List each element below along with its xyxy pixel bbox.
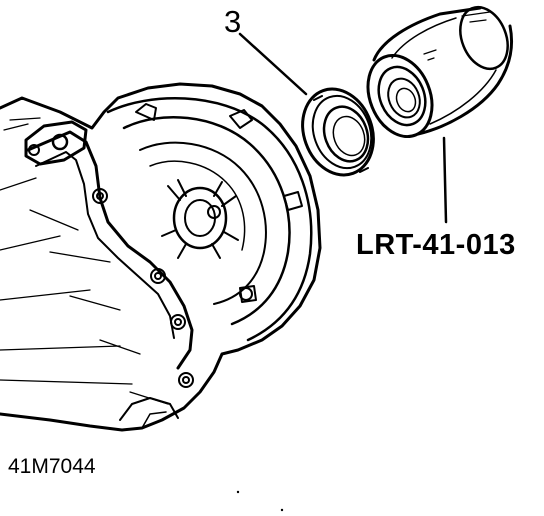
seal-replacer-tool-icon [366, 5, 513, 139]
tool-number-label: LRT-41-013 [356, 229, 516, 261]
transfer-box-housing-icon [0, 82, 322, 432]
tool-label-leader-line [442, 136, 448, 224]
part-number-callout: 3 [224, 4, 242, 39]
callout-3-leader-line [238, 32, 308, 96]
figure-reference-code: 41M7044 [8, 455, 96, 478]
oil-seal-icon [301, 87, 375, 177]
